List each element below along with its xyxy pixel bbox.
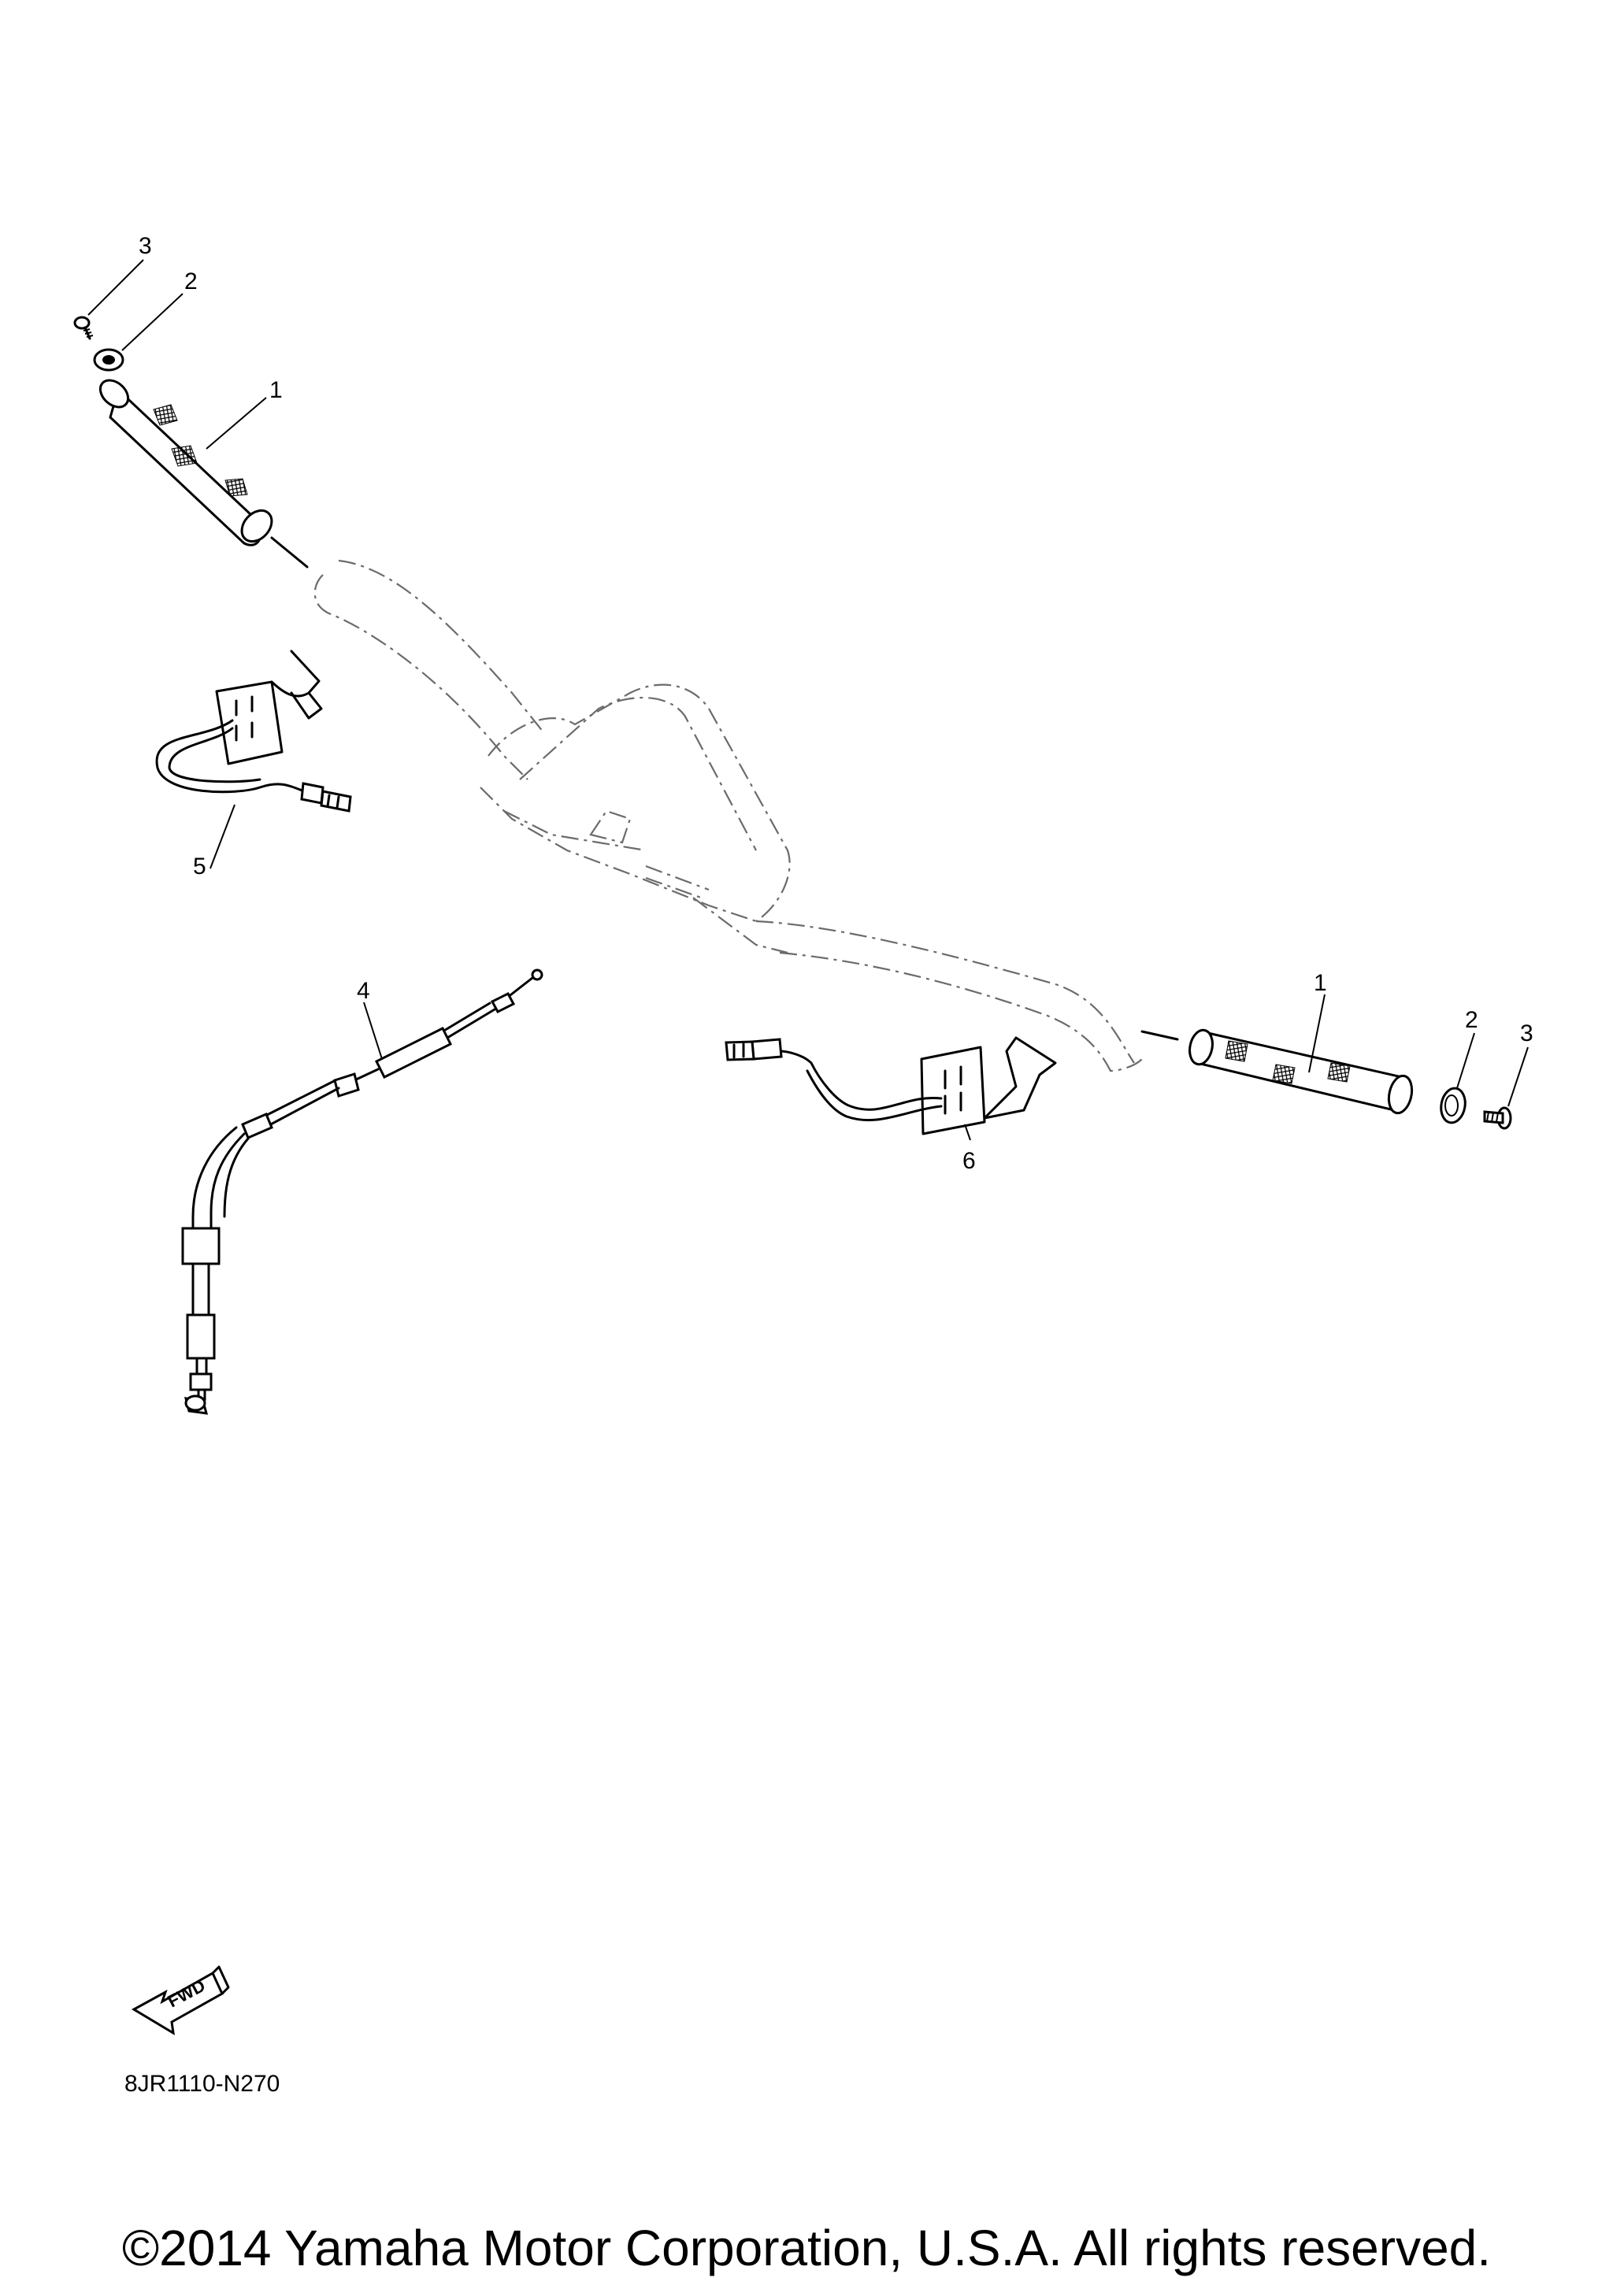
end-cap-right: [1440, 1087, 1467, 1124]
callout-heater-left: 5: [193, 854, 206, 880]
centerline-right: [1140, 1030, 1179, 1041]
copyright-notice: ©2014 Yamaha Motor Corporation, U.S.A. A…: [121, 2220, 1492, 2276]
throttle-cable: [181, 968, 543, 1415]
callout-heater-right: 6: [962, 1148, 976, 1174]
drawing-code: 8JR1110-N270: [124, 2071, 280, 2097]
leader-lines: [87, 259, 1529, 1141]
callout-cap-left: 2: [184, 268, 198, 294]
heater-element-left: [155, 650, 352, 813]
handlebar-outline: [313, 559, 1143, 1072]
end-cap-left: [93, 348, 124, 372]
callout-cable: 4: [357, 978, 370, 1004]
screw-left: [73, 316, 94, 340]
grip-right: [1188, 1028, 1414, 1115]
grip-left: [98, 379, 273, 546]
callout-grip-right: 1: [1314, 970, 1327, 996]
forward-arrow-icon: FWD: [131, 1965, 230, 2035]
centerline-left: [270, 536, 309, 568]
screw-right: [1483, 1106, 1512, 1130]
heater-element-right: [725, 1036, 1057, 1135]
callout-screw-right: 3: [1520, 1020, 1533, 1046]
callout-screw-left: 3: [139, 233, 152, 259]
callout-cap-right: 2: [1465, 1007, 1478, 1033]
callout-grip-left: 1: [269, 377, 283, 403]
